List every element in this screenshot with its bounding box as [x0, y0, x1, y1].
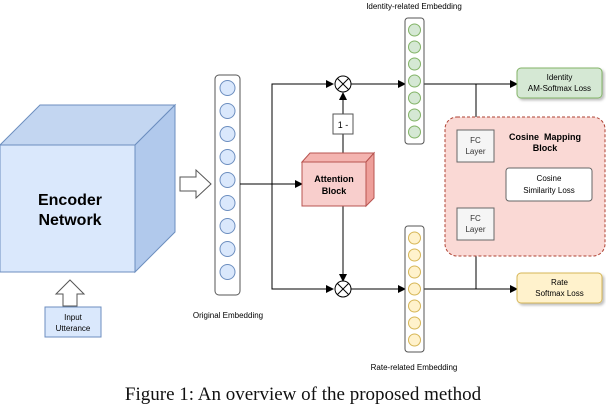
rate-node — [408, 299, 421, 313]
fc-top-line2: Layer — [465, 147, 485, 156]
rate-loss-line2: Softmax Loss — [535, 289, 583, 298]
rate-embedding-label: Rate-related Embedding — [371, 363, 458, 372]
identity-node — [408, 91, 421, 105]
original-node — [219, 241, 236, 257]
fc-layer-bottom: FC Layer — [456, 207, 495, 241]
original-node — [219, 149, 236, 165]
rate-embedding-column — [404, 225, 425, 353]
rate-node — [408, 316, 421, 330]
rate-node — [408, 333, 421, 347]
one-minus-box: 1 - — [332, 113, 354, 135]
original-node — [219, 218, 236, 234]
method-diagram: Encoder Network Input Utterance Original… — [0, 2, 606, 372]
rate-node — [408, 231, 421, 245]
identity-embedding-label: Identity-related Embedding — [366, 2, 462, 11]
embedding-to-bottom-multiply-line — [271, 184, 334, 293]
embedding-to-top-multiply-line — [271, 80, 334, 184]
rate-loss-line1: Rate — [551, 278, 568, 287]
input-utterance-box: Input Utterance — [44, 306, 102, 338]
original-embedding-label: Original Embedding — [193, 311, 263, 320]
encoder-to-embedding-arrow — [179, 168, 212, 200]
original-node — [219, 126, 236, 142]
encoder-label-line1: Encoder — [38, 192, 102, 209]
cosine-similarity-loss-box: Cosine Similarity Loss — [505, 167, 593, 202]
original-embedding-column — [214, 74, 241, 296]
figure-caption: Figure 1: An overview of the proposed me… — [124, 384, 482, 405]
identity-node — [408, 74, 421, 88]
identity-node — [408, 57, 421, 71]
cosine-block-title-line2: Block — [533, 143, 559, 153]
input-label-line2: Utterance — [56, 324, 91, 333]
identity-node — [408, 125, 421, 139]
encoder-label-line2: Network — [38, 212, 101, 229]
rate-node — [408, 265, 421, 279]
rate-node — [408, 282, 421, 296]
input-label-line1: Input — [64, 313, 83, 322]
original-node — [219, 103, 236, 119]
fc-bottom-line2: Layer — [465, 225, 485, 234]
cosine-loss-line1: Cosine — [537, 174, 562, 183]
identity-loss-line1: Identity — [547, 73, 573, 82]
identity-node — [408, 23, 421, 37]
input-up-arrow — [54, 279, 86, 307]
fc-top-line1: FC — [470, 136, 481, 145]
attention-block: Attention Block — [300, 151, 376, 208]
rate-loss-box: Rate Softmax Loss — [516, 272, 603, 304]
original-node — [219, 264, 236, 280]
original-node — [219, 172, 236, 188]
original-node — [219, 195, 236, 211]
rate-node — [408, 248, 421, 262]
bottom-multiply-node — [334, 280, 352, 298]
cosine-block-title-line1: Cosine Mapping — [509, 132, 581, 142]
attention-label-line2: Block — [322, 186, 348, 196]
identity-loss-line2: AM-Softmax Loss — [528, 84, 591, 93]
fc-layer-top: FC Layer — [456, 129, 495, 163]
original-embedding-nodes — [219, 80, 236, 280]
one-minus-label: 1 - — [338, 120, 349, 130]
identity-node — [408, 40, 421, 54]
encoder-network-cube: Encoder Network — [0, 103, 177, 274]
identity-embedding-column — [404, 17, 425, 145]
fc-bottom-line1: FC — [470, 214, 481, 223]
identity-node — [408, 108, 421, 122]
cosine-loss-line2: Similarity Loss — [523, 186, 575, 195]
original-node — [219, 80, 236, 96]
top-multiply-node — [334, 75, 352, 93]
identity-loss-box: Identity AM-Softmax Loss — [516, 67, 603, 99]
attention-label-line1: Attention — [314, 174, 354, 184]
